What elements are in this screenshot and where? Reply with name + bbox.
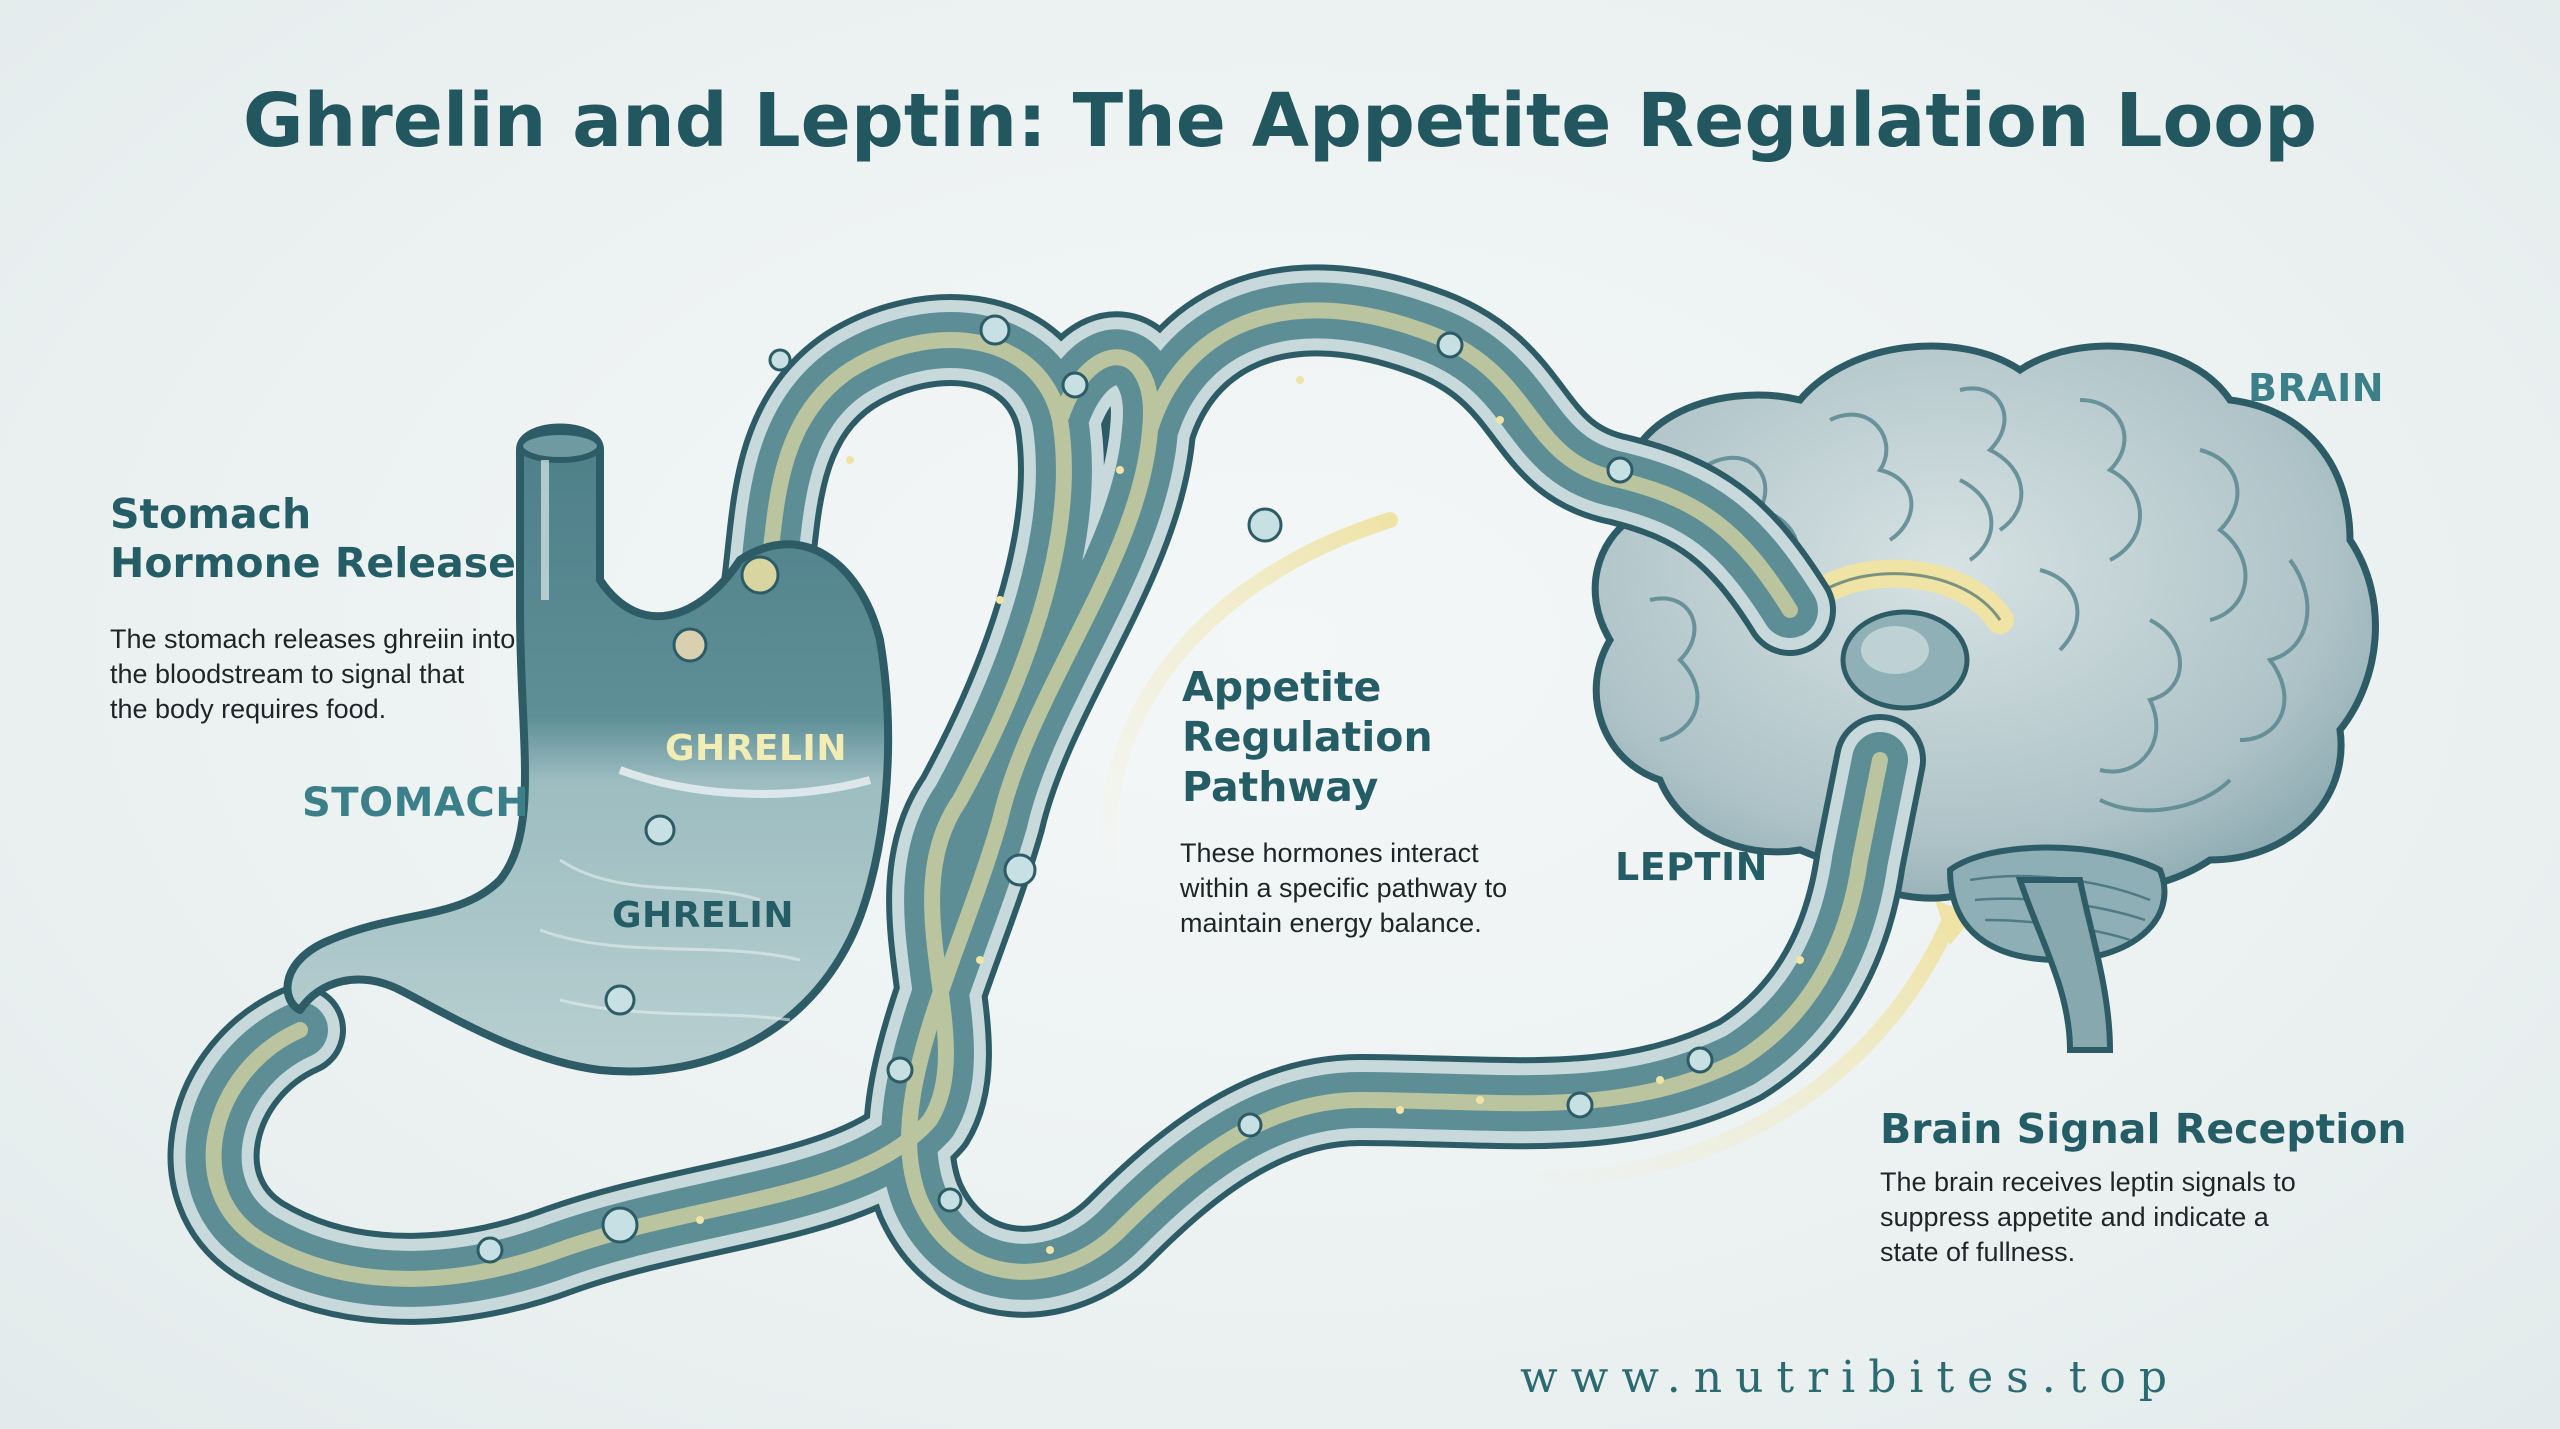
pathway-body-line: maintain energy balance. — [1180, 908, 1482, 939]
pathway-heading-line: Regulation — [1182, 713, 1433, 762]
pathway-heading-line: Pathway — [1182, 763, 1379, 812]
leptin-label: LEPTIN — [1615, 845, 1768, 889]
page-title: Ghrelin and Leptin: The Appetite Regulat… — [242, 78, 2318, 164]
stomach-section-body: The stomach releases ghreiin into the bl… — [110, 622, 515, 727]
pathway-heading-line: Appetite — [1182, 663, 1382, 711]
brain-body-line: The brain receives leptin signals to — [1880, 1167, 2296, 1197]
stomach-body-line: The stomach releases ghreiin into — [110, 624, 516, 654]
brain-body-line: suppress appetite and indicate a — [1880, 1202, 2269, 1233]
hormone-molecule-icons — [476, 314, 1714, 1264]
stomach-heading-line-2: Hormone Release — [110, 539, 516, 588]
stomach-section-heading: Stomach Hormone Release — [110, 490, 516, 588]
flow-arrow-center — [1099, 512, 1398, 888]
stomach-label: STOMACH — [302, 780, 530, 826]
stomach-heading-line-1: Stomach — [110, 490, 312, 538]
ghrelin-label-lower: GHRELIN — [612, 895, 794, 936]
ghrelin-label-upper: GHRELIN — [665, 728, 847, 769]
blood-vessel-tube — [167, 264, 1926, 1325]
pathway-section-heading: Appetite Regulation Pathway — [1182, 662, 1433, 812]
pathway-section-body: These hormones interact within a specifi… — [1180, 836, 1507, 941]
pathway-body-line: within a specific pathway to — [1180, 873, 1508, 904]
stomach-illustration — [283, 423, 893, 1076]
brain-section-body: The brain receives leptin signals to sup… — [1880, 1165, 2296, 1270]
stomach-body-line: the bloodstream to signal that — [110, 659, 465, 690]
brain-section-heading: Brain Signal Reception — [1880, 1105, 2407, 1153]
footer-url: www.nutribites.top — [1520, 1352, 2181, 1403]
pathway-body-line: These hormones interact — [1180, 838, 1479, 868]
brain-label: BRAIN — [2248, 366, 2385, 410]
brain-body-line: state of fullness. — [1880, 1237, 2076, 1268]
stomach-body-line: the body requires food. — [110, 694, 387, 725]
flow-arrow-bottom — [1522, 912, 1958, 1188]
brain-illustration — [1591, 342, 2379, 1053]
